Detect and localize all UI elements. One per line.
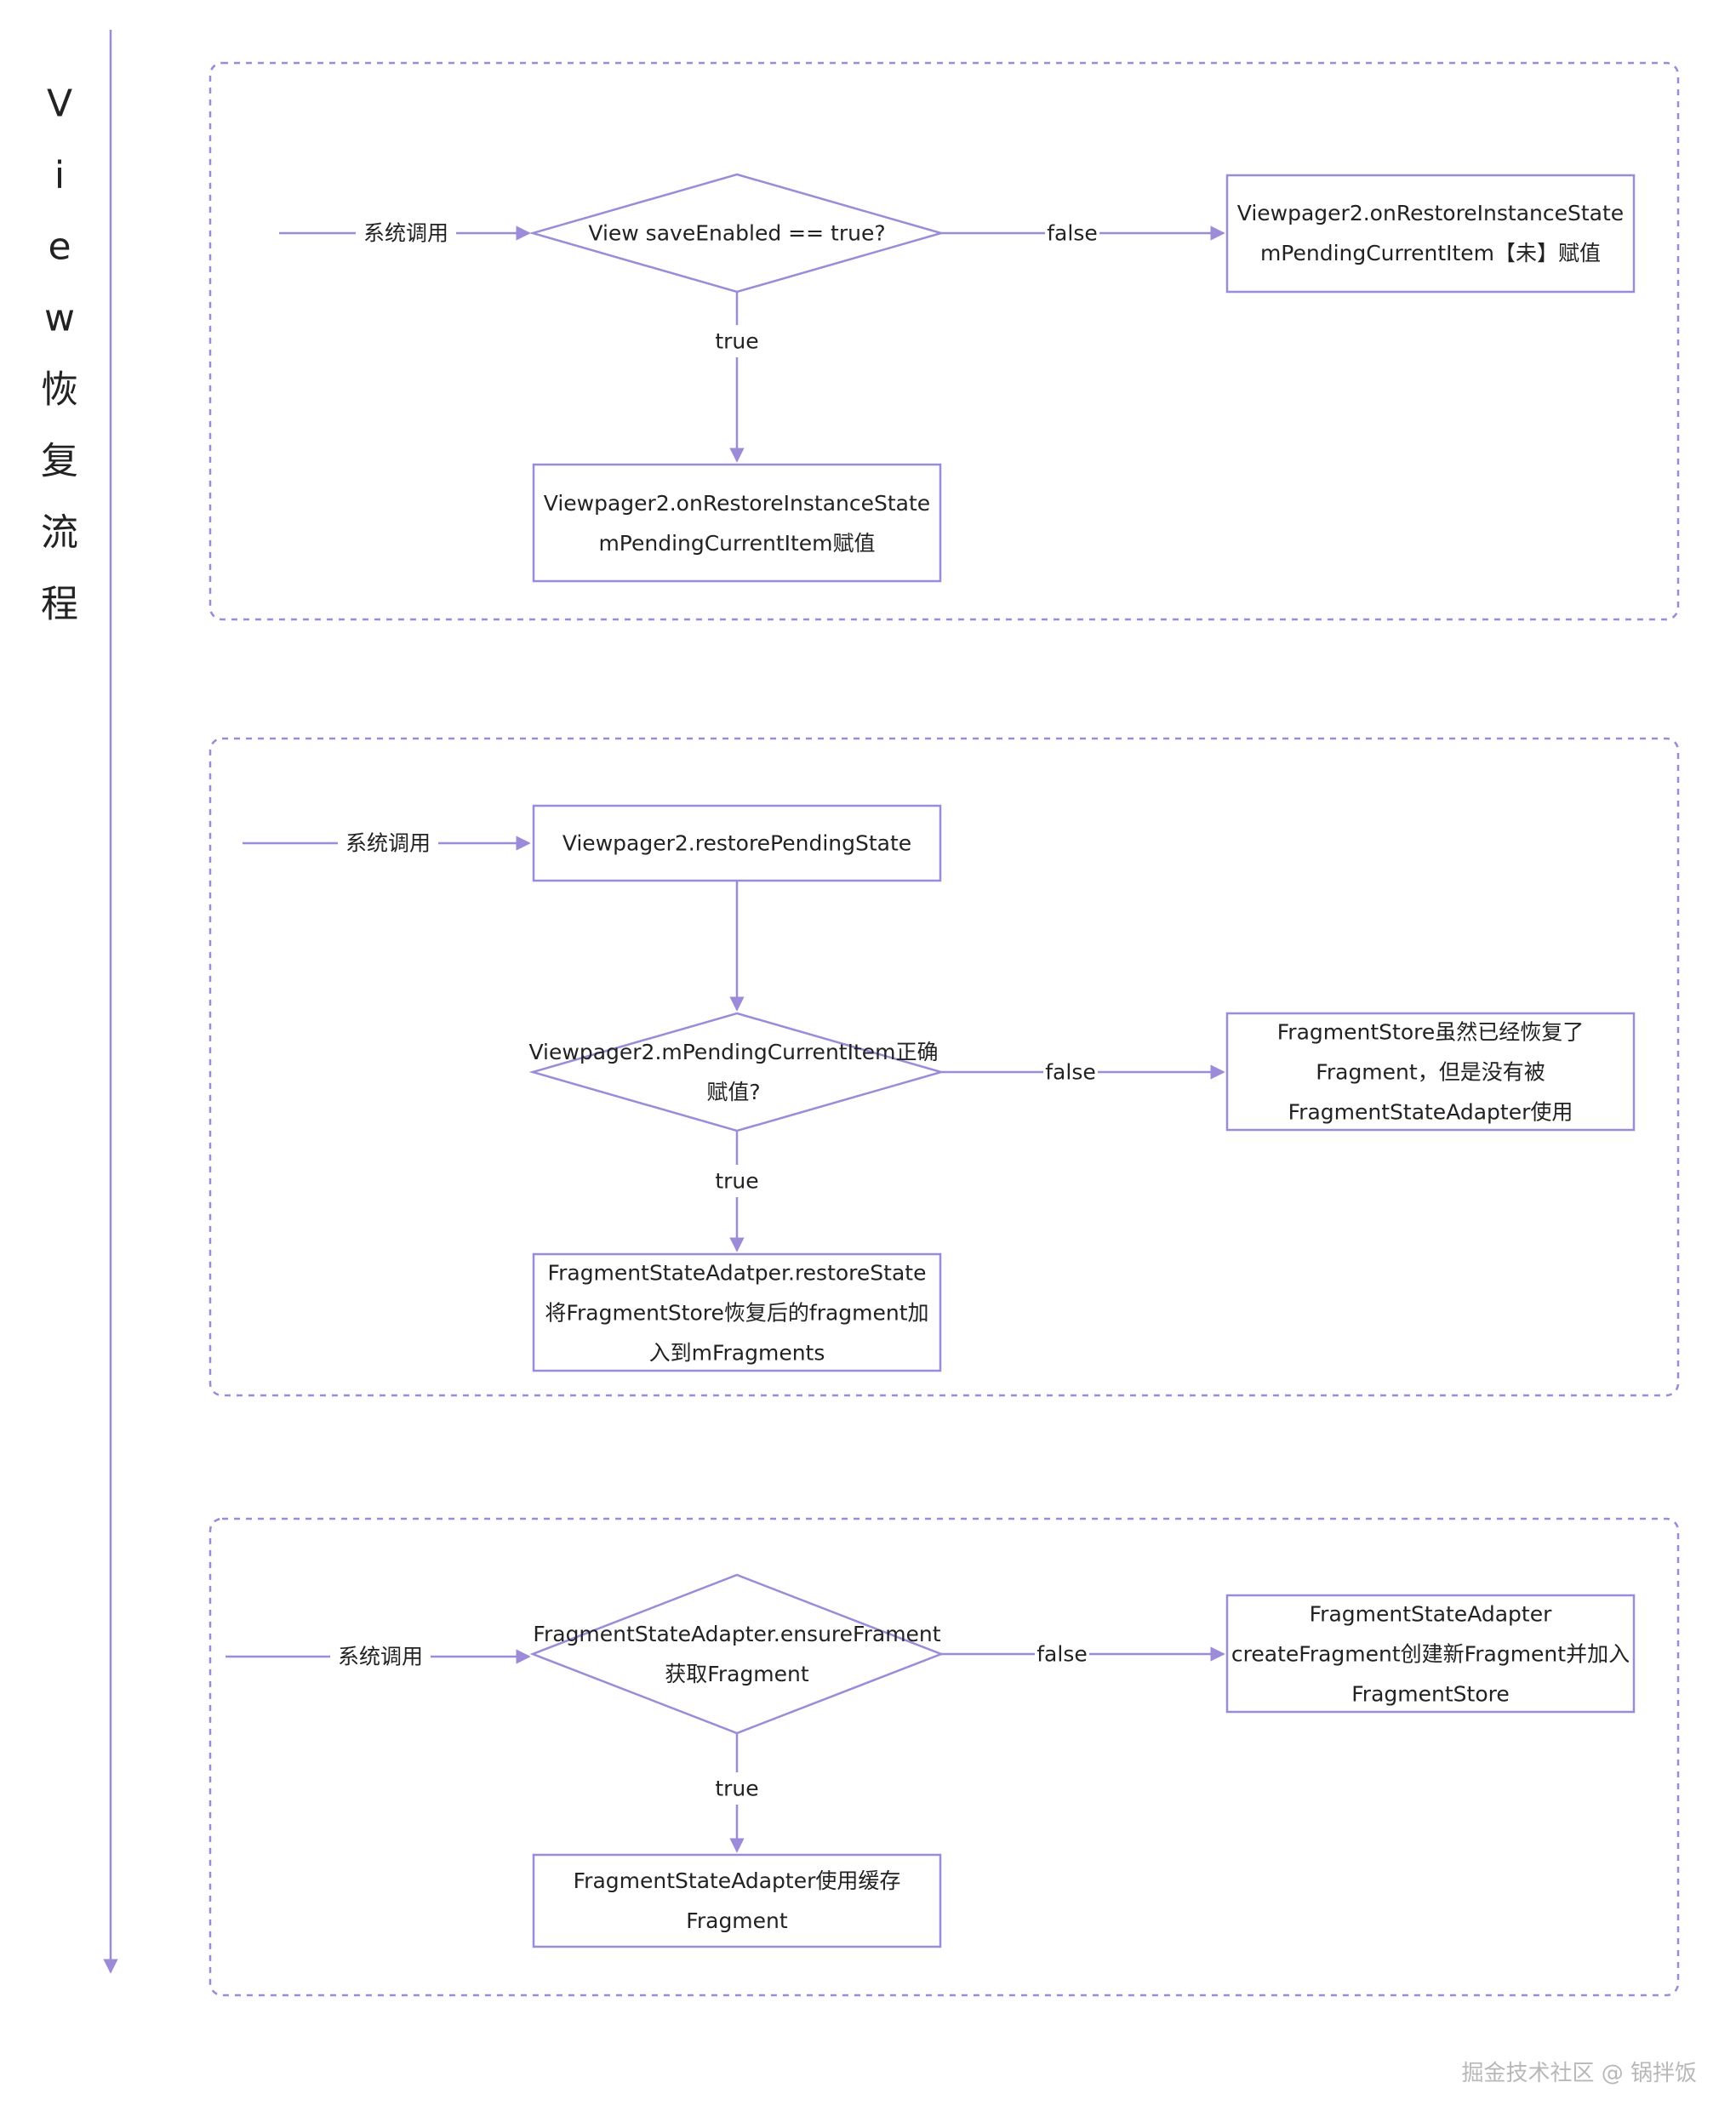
entry-label-bg-3 [330, 1641, 431, 1672]
entry-label-1: 系统调用 [363, 221, 448, 246]
side-title-char: 程 [41, 583, 78, 626]
node-text-line: FragmentStore虽然已经恢复了 [1277, 1020, 1585, 1045]
node-text-line: Fragment [686, 1908, 788, 1933]
false-label-2: false [1045, 1060, 1095, 1085]
node-text-line: Viewpager2.onRestoreInstanceState [544, 491, 930, 516]
node-text-line: 赋值? [706, 1080, 760, 1104]
node-text-line: FragmentStore [1351, 1682, 1510, 1707]
entry-label-bg-1 [356, 218, 456, 248]
node-text-line: mPendingCurrentItem【未】赋值 [1260, 241, 1601, 265]
node-text-line: FragmentStateAdapter使用 [1288, 1100, 1573, 1125]
false-label-bg-2 [1043, 1057, 1098, 1087]
true-label-1: true [715, 329, 758, 354]
true-box-3-text: FragmentStateAdapter使用缓存 Fragment [574, 1868, 901, 1933]
watermark: 掘金技术社区 @ 锅拌饭 [1461, 2061, 1697, 2086]
false-label-3: false [1036, 1642, 1087, 1667]
decision-1-text: View saveEnabled == true? [588, 221, 885, 246]
node-text-line: FragmentStateAdatper.restoreState [548, 1261, 927, 1286]
side-title-char: i [54, 154, 65, 197]
decision-2 [528, 1012, 945, 1132]
false-box-3 [1225, 1594, 1636, 1714]
false-label-1: false [1047, 221, 1097, 246]
start-box-2-text: Viewpager2.restorePendingState [562, 831, 911, 856]
decision-3-text: FragmentStateAdapter.ensureFrament 获取Frag… [533, 1622, 940, 1686]
entry-label-2: 系统调用 [345, 831, 431, 856]
side-title-char: V [47, 83, 72, 126]
node-text-line: Fragment，但是没有被 [1316, 1060, 1545, 1085]
true-box-2 [532, 1252, 942, 1372]
true-label-2: true [715, 1169, 758, 1194]
node-text-line: mPendingCurrentItem赋值 [598, 531, 875, 556]
false-box-1-text: Viewpager2.onRestoreInstanceState mPendin… [1237, 201, 1624, 265]
decision-3 [529, 1573, 945, 1735]
false-box-2-text: FragmentStore虽然已经恢复了 Fragment，但是没有被 Fragme… [1277, 1020, 1585, 1125]
true-label-3: true [715, 1777, 758, 1801]
true-label-bg-2 [711, 1165, 762, 1197]
node-text-line: 入到mFragments [649, 1341, 825, 1366]
true-box-1-text: Viewpager2.onRestoreInstanceState mPendin… [544, 491, 930, 556]
node-text-line: createFragment创建新Fragment并加入 [1231, 1642, 1630, 1667]
section-frame-1 [208, 61, 1680, 621]
true-box-3 [532, 1853, 942, 1948]
node-text-line: View saveEnabled == true? [588, 221, 885, 246]
side-title-char: 复 [41, 440, 78, 483]
side-title-char: e [48, 225, 71, 269]
node-text-line: FragmentStateAdapter使用缓存 [574, 1868, 901, 1893]
entry-label-bg-2 [338, 828, 438, 858]
false-box-3-text: FragmentStateAdapter createFragment创建新Fra… [1231, 1602, 1630, 1707]
section-frame-3 [208, 1517, 1680, 1997]
true-label-bg-1 [711, 325, 762, 357]
true-box-2-text: FragmentStateAdatper.restoreState 将Fragme… [545, 1261, 928, 1366]
node-text-line: 获取Fragment [665, 1662, 809, 1686]
false-box-2 [1225, 1012, 1636, 1132]
node-text-line: Viewpager2.onRestoreInstanceState [1237, 201, 1624, 225]
true-box-1 [532, 463, 942, 583]
node-text-line: 将FragmentStore恢复后的fragment加 [545, 1301, 928, 1326]
node-text-line: Viewpager2.restorePendingState [562, 831, 911, 856]
false-label-bg-3 [1035, 1639, 1089, 1669]
entry-label-3: 系统调用 [338, 1645, 423, 1669]
false-box-1 [1225, 174, 1636, 294]
side-title-char: 恢 [41, 368, 78, 412]
node-text-line: Viewpager2.mPendingCurrentItem正确 [529, 1040, 939, 1064]
section-frame-2 [208, 737, 1680, 1397]
side-title-char: 流 [41, 511, 78, 555]
node-text-line: FragmentStateAdapter [1310, 1602, 1552, 1627]
true-label-bg-3 [711, 1772, 762, 1805]
false-label-bg-1 [1045, 218, 1099, 248]
side-title-char: w [44, 297, 75, 340]
node-text-line: FragmentStateAdapter.ensureFrament [533, 1622, 940, 1646]
